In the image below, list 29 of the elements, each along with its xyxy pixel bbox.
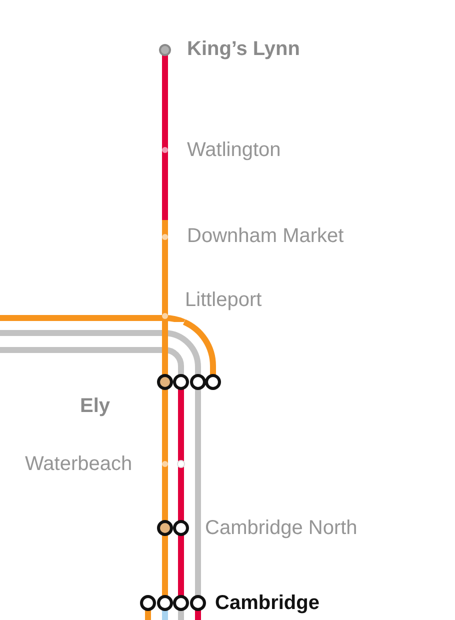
rail-line	[195, 418, 201, 450]
rail-line	[0, 347, 184, 370]
rail-line	[0, 315, 155, 321]
rail-line	[0, 330, 201, 370]
rail-line	[162, 478, 168, 512]
station-name: Watlington	[187, 138, 281, 162]
station-name: Ely	[80, 394, 110, 418]
station-name: Downham Market	[187, 224, 344, 248]
rail-line	[162, 322, 168, 370]
rail-line	[195, 544, 201, 588]
rail-line	[178, 614, 184, 620]
rail-line	[178, 478, 184, 512]
rail-line	[162, 252, 168, 286]
rail-line	[195, 614, 201, 620]
rail-line	[178, 544, 184, 588]
rail-line	[178, 418, 184, 450]
rail-line	[162, 544, 168, 588]
station-name: Waterbeach	[25, 452, 132, 476]
rail-line	[182, 319, 216, 370]
rail-line	[162, 68, 168, 136]
station-name: King’s Lynn	[187, 37, 300, 61]
station-name: Cambridge	[215, 591, 320, 615]
rail-line	[145, 614, 151, 620]
rail-line	[162, 164, 168, 220]
rail-line	[162, 614, 168, 620]
rail-line	[195, 478, 201, 512]
station-name: Cambridge North	[205, 516, 358, 540]
station-name: Littleport	[185, 288, 262, 312]
rail-line	[162, 418, 168, 450]
